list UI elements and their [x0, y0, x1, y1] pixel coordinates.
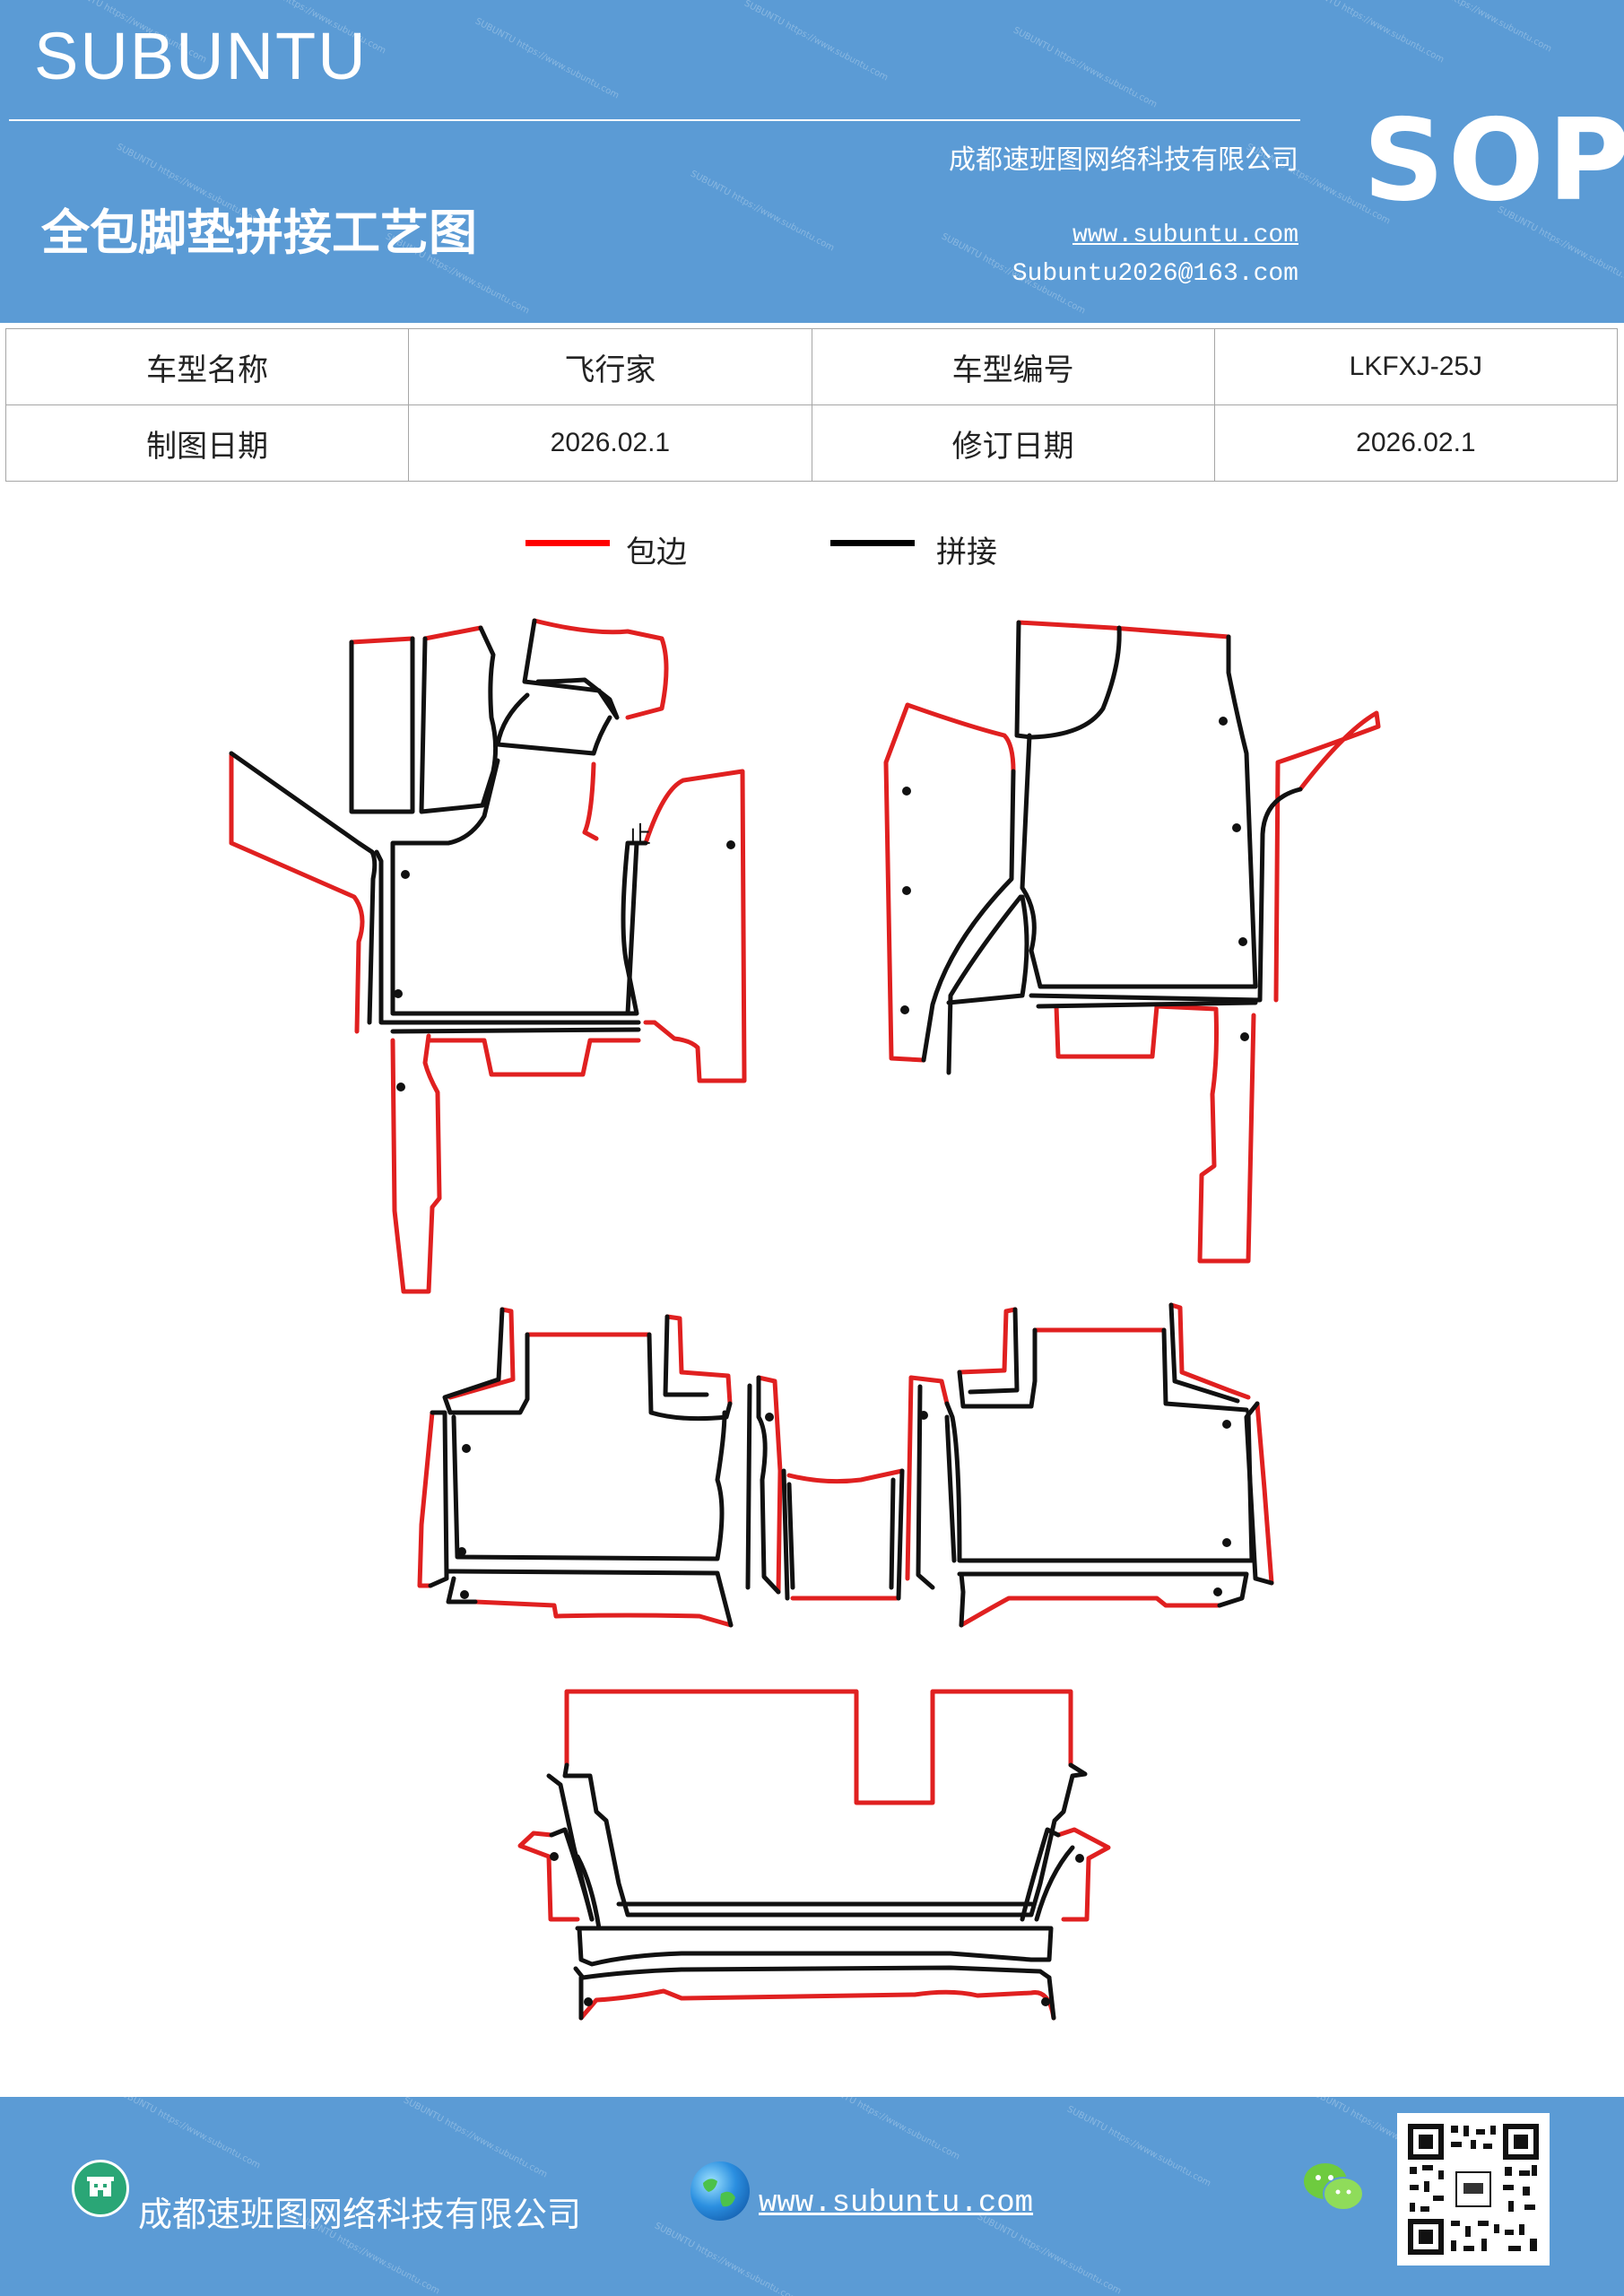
legend-label-edging: 包边 — [626, 535, 687, 570]
stop-mark: 止 — [628, 822, 651, 849]
footer-banner: SUBUNTU https://www.subuntu.com SUBUNTU … — [0, 2097, 1624, 2296]
middle-right-mat — [905, 1302, 1274, 1628]
building-icon — [72, 2160, 129, 2217]
value-model-code: LKFXJ-25J — [1213, 328, 1619, 405]
website-link[interactable]: www.subuntu.com — [1072, 222, 1298, 249]
table-row: 制图日期 2026.02.1 修订日期 2026.02.1 — [4, 404, 1619, 482]
vehicle-info-table: 车型名称 飞行家 车型编号 LKFXJ-25J 制图日期 2026.02.1 修… — [4, 328, 1619, 482]
sop-badge: SOP — [1363, 94, 1624, 226]
qr-code[interactable] — [1397, 2113, 1550, 2266]
value-draw-date: 2026.02.1 — [408, 404, 812, 482]
wechat-icon[interactable] — [1302, 2160, 1365, 2215]
header-banner: SUBUNTU https://www.subuntu.com SUBUNTU … — [0, 0, 1624, 323]
page-title: 全包脚垫拼接工艺图 — [41, 204, 477, 261]
watermark: SUBUNTU https://www.subuntu.com — [401, 2097, 550, 2180]
table-row: 车型名称 飞行家 车型编号 LKFXJ-25J — [4, 328, 1619, 405]
legend-swatch-red — [525, 540, 610, 546]
watermark: SUBUNTU https://www.subuntu.com — [652, 2221, 801, 2296]
footer-company-name: 成都速班图网络科技有限公司 — [138, 2195, 582, 2234]
brand-name: SUBUNTU — [34, 19, 368, 93]
header-divider — [9, 119, 1300, 121]
label-draw-date: 制图日期 — [4, 404, 410, 482]
legend-swatch-black — [830, 540, 915, 546]
legend-label-splice: 拼接 — [936, 535, 997, 570]
footer-website-link[interactable]: www.subuntu.com — [759, 2187, 1034, 2221]
rear-mat — [517, 1689, 1111, 2021]
value-model-name: 飞行家 — [408, 328, 812, 405]
middle-left-mat — [417, 1307, 783, 1628]
middle-center-mat — [781, 1468, 905, 1601]
company-name: 成都速班图网络科技有限公司 — [949, 144, 1298, 176]
watermark: SUBUNTU https://www.subuntu.com — [813, 2097, 962, 2162]
email-address[interactable]: Subuntu2026@163.com — [1012, 260, 1298, 288]
watermark: SUBUNTU https://www.subuntu.com — [975, 2212, 1124, 2296]
legend: 包边 拼接 — [0, 527, 1624, 572]
front-right-mat — [883, 620, 1381, 1264]
watermark: SUBUNTU https://www.subuntu.com — [114, 2097, 263, 2171]
label-model-code: 车型编号 — [811, 328, 1215, 405]
label-model-name: 车型名称 — [4, 328, 410, 405]
watermark: SUBUNTU https://www.subuntu.com — [1064, 2104, 1213, 2189]
front-left-mat: 止 — [229, 618, 747, 1294]
label-revision-date: 修订日期 — [811, 404, 1215, 482]
globe-icon — [690, 2161, 750, 2221]
value-revision-date: 2026.02.1 — [1213, 404, 1619, 482]
